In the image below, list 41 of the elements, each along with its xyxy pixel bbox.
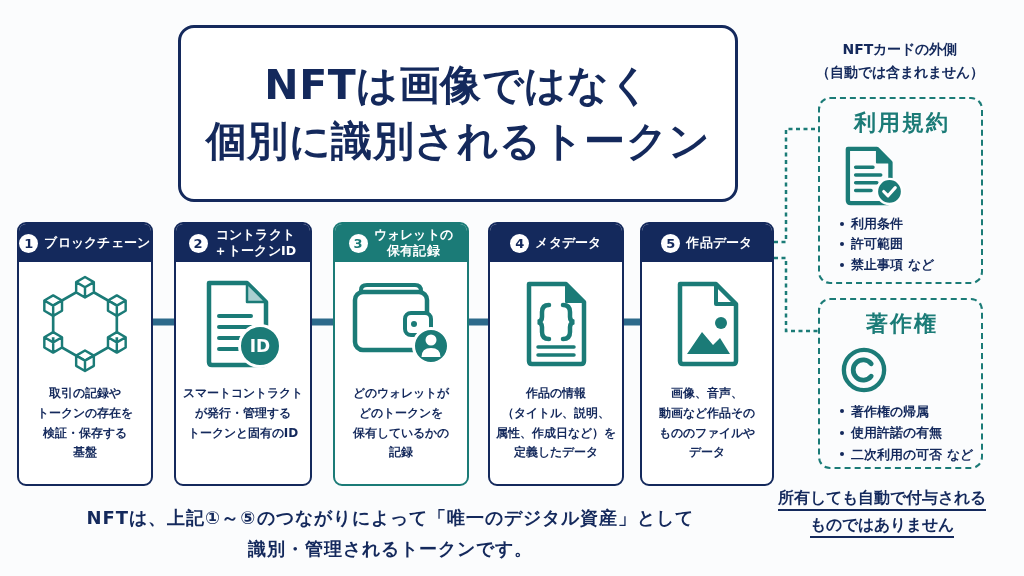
step-number: 4 xyxy=(510,233,530,253)
section-heading: NFTカードの外側（自動では含まれません） xyxy=(815,40,985,83)
card-title: コントラクト＋トークンID xyxy=(213,226,298,260)
info-panel xyxy=(818,97,983,284)
dashed-connector xyxy=(774,256,818,333)
list-item-text: 許可範囲 xyxy=(851,235,903,254)
dashed-connector xyxy=(774,127,818,244)
card-description: 画像、音声、動画など作品そのもののファイルやデータ xyxy=(658,385,756,462)
card-title: メタデータ xyxy=(535,234,602,252)
step-number: 3 xyxy=(348,233,368,253)
card-description: 取引の記録やトークンの存在を検証・保存する基盤 xyxy=(36,385,134,462)
id-badge: ID xyxy=(238,324,282,368)
card-title: ウォレットの保有記録 xyxy=(373,226,454,260)
list-item-text: 使用許諾の有無 xyxy=(851,424,942,443)
step-card xyxy=(640,222,774,486)
card-description: どのウォレットがどのトークンを保有しているかの記録 xyxy=(352,385,451,462)
panel-title: 利用規約 xyxy=(852,109,951,137)
connector-bar xyxy=(624,318,640,326)
list-item-text: 著作権の帰属 xyxy=(851,402,929,421)
summary-text: NFTは、上記①～⑤のつながりによって「唯一のデジタル資産」として識別・管理されるトークンです。 xyxy=(85,506,695,561)
list-item-text: 二次利用の可否 など xyxy=(851,445,973,464)
title-banner: NFTは画像ではなく個別に識別されるトークン xyxy=(178,25,738,202)
step-card xyxy=(488,222,624,486)
list-item-text: 禁止事項 など xyxy=(851,255,934,274)
card-description: スマートコントラクトが発行・管理するトークンと固有のID xyxy=(182,385,304,442)
step-number: 2 xyxy=(188,233,208,253)
connector-bar xyxy=(312,318,333,326)
panel-title: 著作権 xyxy=(864,310,939,338)
step-number: 5 xyxy=(661,233,681,253)
card-title: 作品データ xyxy=(686,234,753,252)
info-panel xyxy=(818,298,983,469)
step-card xyxy=(333,222,469,486)
step-card xyxy=(174,222,312,486)
connector-bar xyxy=(469,318,488,326)
note-text: 所有しても自動で付与されるものではありません xyxy=(777,488,987,537)
step-card xyxy=(17,222,153,486)
step-number: 1 xyxy=(19,233,39,253)
list-item-text: 利用条件 xyxy=(851,214,903,233)
card-title: ブロックチェーン xyxy=(44,234,151,252)
connector-bar xyxy=(153,318,174,326)
card-description: 作品の情報（タイトル、説明、属性、作成日など）を定義したデータ xyxy=(495,385,617,462)
